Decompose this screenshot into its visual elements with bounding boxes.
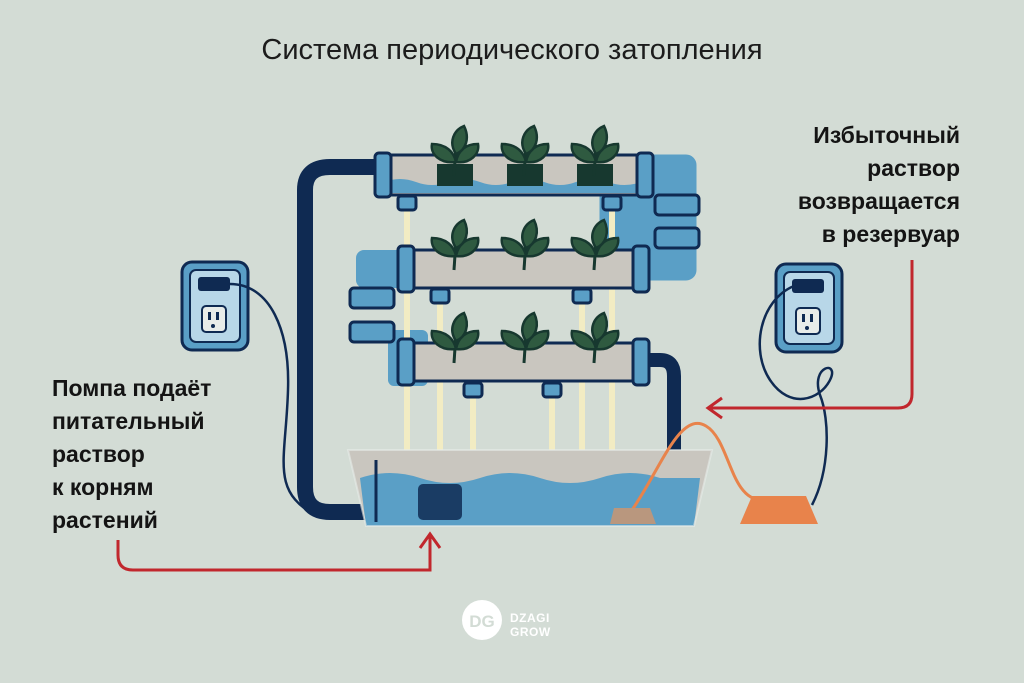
pipe-connectors: [348, 193, 701, 399]
pump-caption-line: к корням: [52, 474, 154, 500]
air-pump: [740, 496, 818, 524]
logo-line-2: GROW: [510, 625, 551, 639]
return-caption-line: раствор: [867, 155, 960, 181]
pump-caption-line: растений: [52, 507, 158, 533]
return-arrow: [708, 260, 914, 410]
return-arrow-head: [705, 396, 723, 420]
logo-wordmark: DZAGI GROW: [510, 611, 551, 639]
return-caption-line: возвращается: [797, 188, 960, 214]
pump-caption-line: раствор: [52, 441, 145, 467]
air-line: [630, 422, 763, 511]
supply-arrow: [116, 534, 432, 572]
logo-mark: DG: [462, 600, 502, 640]
return-caption-line: Избыточный: [813, 122, 960, 148]
pump-caption-line: питательный: [52, 408, 205, 434]
logo-line-1: DZAGI: [510, 611, 550, 625]
left-timer-outlet: [180, 260, 316, 517]
svg-text:DG: DG: [469, 612, 495, 631]
pump-caption: Помпа подаёт питательный раствор к корня…: [52, 372, 211, 537]
return-caption-line: в резервуар: [821, 221, 960, 247]
right-timer-outlet: [758, 262, 844, 506]
return-pipe: [649, 353, 681, 452]
supply-arrow-head: [418, 531, 442, 549]
pump-caption-line: Помпа подаёт: [52, 375, 212, 401]
plants: [430, 124, 620, 365]
supply-pipe: [297, 159, 438, 520]
reservoir: [346, 449, 714, 527]
return-caption: Избыточный раствор возвращается в резерв…: [798, 119, 960, 251]
pump: [418, 484, 462, 520]
diagram-title: Система периодического затопления: [261, 34, 763, 66]
